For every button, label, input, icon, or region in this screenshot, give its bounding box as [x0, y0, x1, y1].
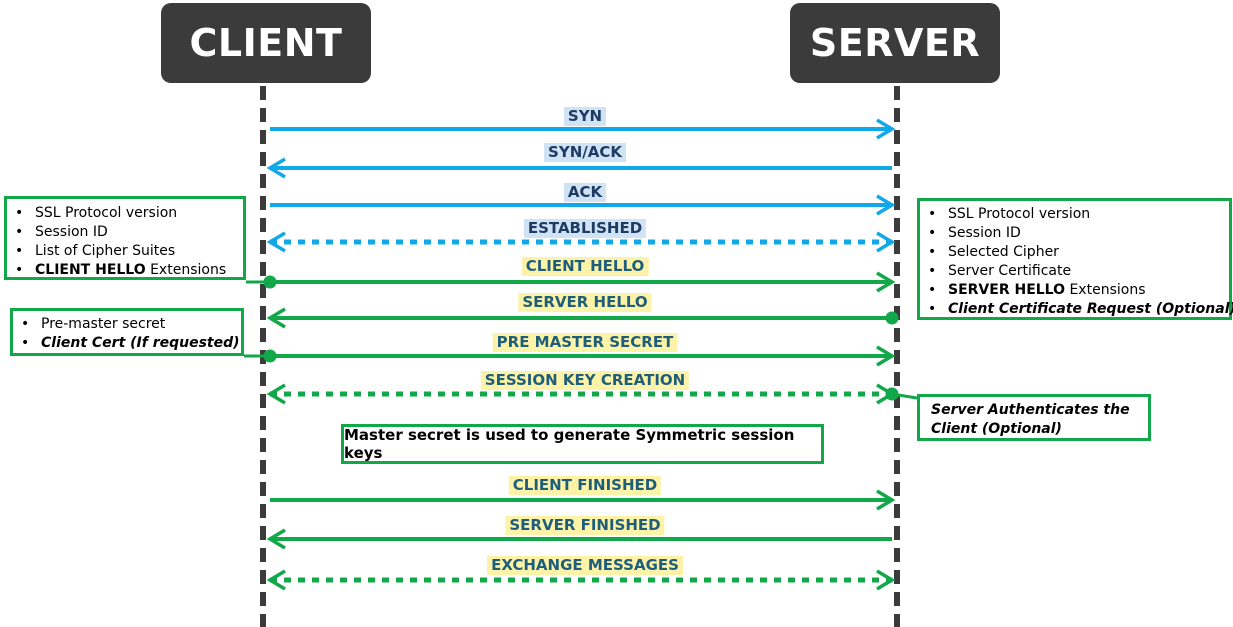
- client-hello-note: SSL Protocol version Session ID List of …: [4, 196, 246, 280]
- message-label: CLIENT FINISHED: [508, 476, 662, 495]
- arrow-head: [266, 528, 286, 550]
- note-item: CLIENT HELLO Extensions: [15, 261, 243, 280]
- message-label: SYN/ACK: [544, 143, 626, 162]
- arrow-head: [876, 569, 896, 591]
- arrow-head: [876, 231, 896, 253]
- note-item: Client Cert (If requested): [21, 334, 241, 353]
- note-text: Extensions: [145, 262, 227, 278]
- message-label: ACK: [563, 183, 607, 202]
- note-optional-text: Client Cert (If requested): [41, 335, 240, 351]
- arrow-head: [266, 157, 286, 179]
- note-item: Session ID: [15, 223, 243, 242]
- arrow-head: [876, 345, 896, 367]
- note-item: Client Certificate Request (Optional): [928, 300, 1233, 319]
- message-label: PRE MASTER SECRET: [492, 333, 678, 352]
- note-text: Extensions: [1065, 282, 1146, 298]
- note-line: Client (Optional): [931, 421, 1062, 437]
- message-label: SESSION KEY CREATION: [480, 371, 690, 390]
- arrow-head: [876, 118, 896, 140]
- message-label: ESTABLISHED: [523, 219, 647, 238]
- server-auth-note: Server Authenticates the Client (Optiona…: [917, 394, 1151, 441]
- note-bold-text: CLIENT HELLO: [35, 262, 146, 278]
- note-item: List of Cipher Suites: [15, 242, 243, 261]
- arrow-head: [876, 194, 896, 216]
- connector-dot: [885, 311, 899, 325]
- note-bold-text: SERVER HELLO: [948, 282, 1066, 298]
- arrow-head: [266, 383, 286, 405]
- note-connector: [891, 392, 918, 400]
- arrow-head: [876, 489, 896, 511]
- master-secret-note: Master secret is used to generate Symmet…: [341, 424, 824, 464]
- server-actor: SERVER: [790, 3, 1000, 83]
- arrow-head: [876, 271, 896, 293]
- message-label: CLIENT HELLO: [521, 257, 649, 276]
- message-label: SYN: [563, 107, 607, 126]
- arrow-head: [266, 231, 286, 253]
- note-item: Pre-master secret: [21, 315, 241, 334]
- note-item: Selected Cipher: [928, 243, 1229, 262]
- client-actor: CLIENT: [161, 3, 371, 83]
- note-item: SSL Protocol version: [928, 205, 1229, 224]
- message-label: SERVER HELLO: [518, 293, 652, 312]
- note-text: Master secret is used to generate Symmet…: [344, 426, 795, 462]
- note-item: Session ID: [928, 224, 1229, 243]
- message-label: SERVER FINISHED: [505, 516, 665, 535]
- note-item: Server Certificate: [928, 262, 1229, 281]
- client-cert-note: Pre-master secret Client Cert (If reques…: [10, 308, 244, 356]
- server-hello-note: SSL Protocol version Session ID Selected…: [917, 198, 1233, 320]
- note-line: Server Authenticates the: [931, 402, 1130, 418]
- note-item: SSL Protocol version: [15, 204, 243, 223]
- arrow-head: [266, 569, 286, 591]
- message-label: EXCHANGE MESSAGES: [487, 556, 683, 575]
- note-optional-text: Client Certificate Request (Optional): [948, 301, 1233, 317]
- note-item: SERVER HELLO Extensions: [928, 281, 1229, 300]
- arrow-head: [266, 307, 286, 329]
